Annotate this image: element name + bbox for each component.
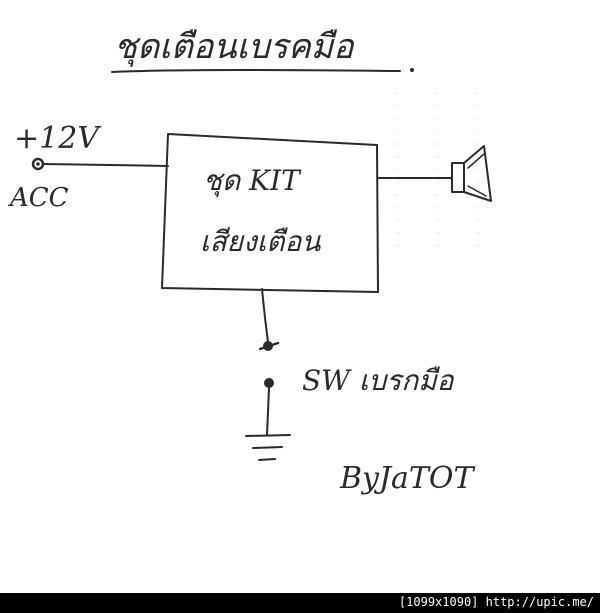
acc-terminal-dot (36, 162, 40, 166)
svg-text:· · · · · · · · · · · · ·: · · · · · · · · · · · · · (425, 90, 449, 249)
switch-wire (261, 288, 269, 343)
image-footer-bar: [1099x1090] http://upic.me/ (0, 593, 600, 613)
author-signature: ByJaTOT (339, 461, 476, 496)
ground-icon (245, 434, 291, 461)
footer-caption[interactable]: [1099x1090] http://upic.me/ (398, 595, 594, 609)
title-dot (410, 68, 414, 72)
ground-wire (266, 387, 270, 436)
switch-label: SW เบรกมือ (302, 364, 455, 397)
acc-label: ACC (8, 183, 69, 213)
title-underline (111, 69, 401, 73)
kit-label-line2: เสียงเตือน (200, 225, 321, 258)
diagram-title: ชุดเตือนเบรคมือ (114, 27, 355, 67)
svg-text:· · · · · · · · · · · · ·: · · · · · · · · · · · · · (385, 90, 409, 249)
acc-wire (42, 163, 169, 167)
svg-text:· · · · · · · · · · · · ·: · · · · · · · · · · · · · (465, 90, 489, 249)
bleed-through-texture: · · · · · · · · · · · · · · · · · · · · … (385, 90, 489, 249)
power-label: +12V (14, 121, 102, 156)
kit-box (161, 133, 379, 293)
speaker-icon (451, 145, 492, 202)
switch-icon (258, 341, 280, 388)
kit-label-line1: ชุด KIT (203, 164, 302, 198)
